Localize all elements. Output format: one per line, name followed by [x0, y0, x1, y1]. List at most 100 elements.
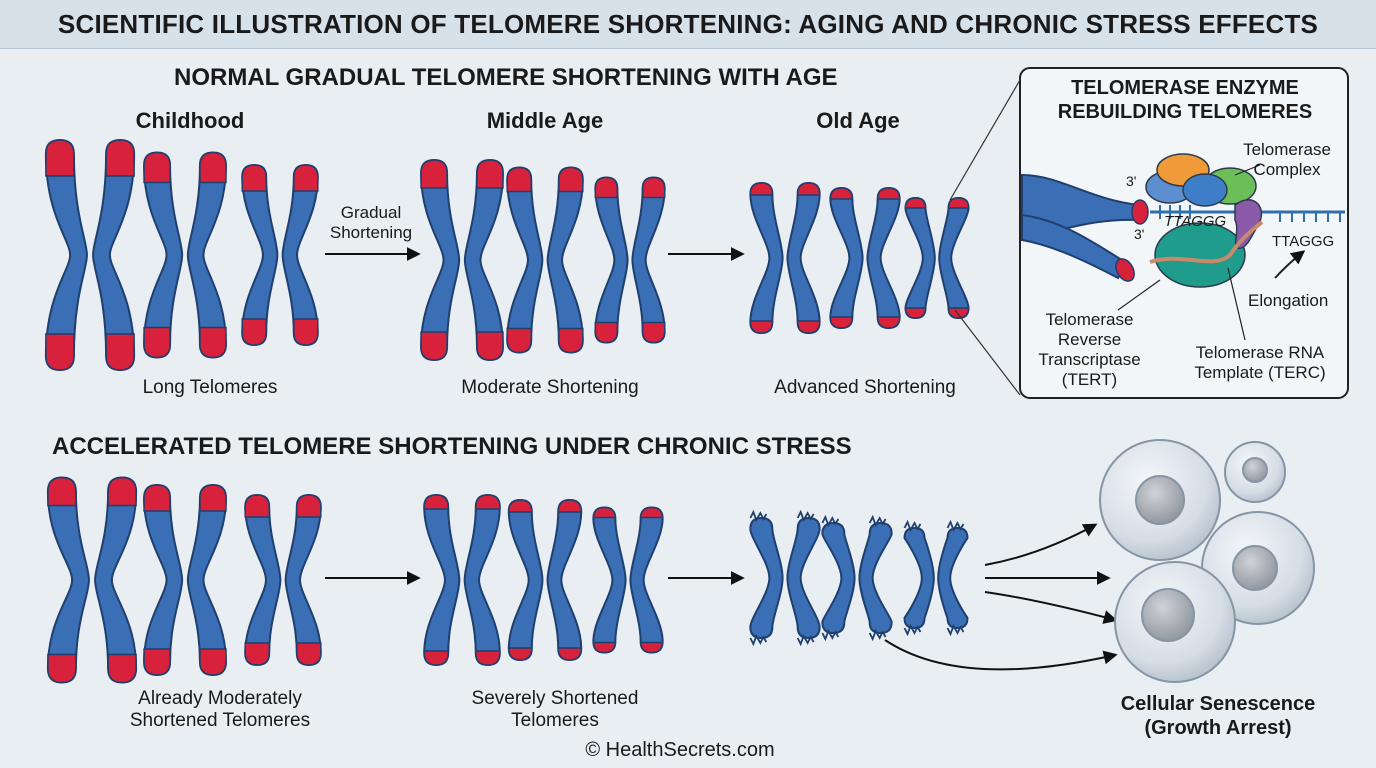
tert-label-line-1: Telomerase: [1045, 310, 1134, 329]
telomere-cap: [475, 494, 501, 510]
gradual-label-line-2: Shortening: [329, 223, 413, 242]
telomere-cap: [876, 316, 901, 329]
terc-label: Telomerase RNA Template (TERC): [1180, 343, 1340, 383]
sequence-left: TTAGGG: [1164, 213, 1227, 230]
senescence-label-line-2: (Growth Arrest): [1144, 717, 1292, 739]
telomere-cap: [241, 164, 267, 192]
label-moderate-shortening: Moderate Shortening: [461, 377, 639, 398]
terc-label-line-1: Telomerase RNA: [1195, 343, 1325, 362]
stage-label-old-age: Old Age: [816, 108, 900, 133]
telomere-cap: [639, 641, 664, 654]
telomere-cap: [796, 182, 821, 196]
tert-label: Telomerase Reverse Transcriptase (TERT): [1022, 310, 1157, 390]
senescence-label: Cellular Senescence (Growth Arrest): [1090, 692, 1346, 740]
chromosome-childhood: [143, 151, 227, 359]
arrow-to-senescence-1: [984, 523, 1098, 566]
chromosome-stress-1: [143, 483, 227, 677]
gradual-shortening-label: Gradual Shortening: [315, 203, 427, 243]
telomere-cap: [947, 197, 970, 209]
zoom-lines: [949, 79, 1021, 396]
sequence-right: TTAGGG: [1272, 233, 1335, 250]
telomere-cap: [947, 307, 970, 319]
telomere-cap: [508, 499, 533, 513]
telomere-cap: [506, 166, 532, 193]
prime-label-bottom: 3': [1134, 226, 1145, 242]
telomere-cap: [199, 326, 227, 359]
telomere-cap: [829, 316, 854, 329]
elongation-label: Elongation: [1248, 291, 1329, 310]
complex-label-line-2: Complex: [1253, 160, 1321, 179]
chromosome-stress-3: [749, 509, 821, 647]
progression-arrows: [325, 247, 1118, 671]
telomere-cap: [143, 648, 171, 676]
telomere-cap: [639, 506, 664, 519]
telomere-cap: [105, 139, 135, 177]
telomere-cap: [143, 484, 171, 512]
chromosome-stress-2: [423, 493, 501, 667]
chromosome-old-age: [749, 181, 821, 335]
telomere-cap: [594, 176, 619, 199]
telomere-cap: [420, 331, 448, 361]
telomere-cap: [420, 159, 448, 189]
telomerase-illustration: [1021, 153, 1345, 341]
chromosome-childhood: [44, 138, 136, 372]
terc-label-line-2: Template (TERC): [1194, 363, 1326, 382]
telomere-cap: [241, 318, 267, 346]
telomere-cap: [475, 650, 501, 666]
telomere-cap: [592, 506, 617, 519]
telomere-cap: [829, 187, 854, 200]
telomere-cap: [296, 494, 322, 518]
stress-label-1-line-2: Shortened Telomeres: [129, 710, 311, 731]
telomere-cap: [47, 476, 77, 507]
title-bar: [0, 0, 1376, 49]
telomere-cap: [423, 650, 449, 666]
telomerase-complex-blobs: [1145, 153, 1263, 288]
stress-section-heading: ACCELERATED TELOMERE SHORTENING UNDER CH…: [52, 433, 852, 460]
telomere-cap: [796, 320, 821, 334]
telomere-cap: [558, 327, 584, 354]
telomere-cap: [594, 321, 619, 344]
telomere-cap: [244, 642, 270, 666]
chromosome-stress-2: [592, 506, 664, 654]
telomere-cap: [105, 333, 135, 371]
telomere-cap: [293, 164, 319, 192]
chromosome-old-age: [904, 196, 970, 320]
telomere-cap: [476, 331, 504, 361]
telomere-cap: [107, 653, 137, 684]
chromosome-stress-3: [903, 519, 969, 637]
telomere-cap: [199, 151, 227, 184]
gradual-label-line-1: Gradual: [340, 203, 402, 222]
arrow-to-senescence-3: [984, 591, 1118, 624]
inset-title-line-2: REBUILDING TELOMERES: [1057, 101, 1313, 123]
stress-label-2-line-2: Telomeres: [511, 710, 599, 731]
telomere-cap: [45, 139, 75, 177]
telomere-cap: [244, 494, 270, 518]
telomere-cap: [641, 176, 666, 199]
chromosome-middle-age: [594, 176, 666, 344]
telomere-cap: [143, 151, 171, 184]
chromosome-stress-1: [244, 493, 322, 667]
arrow-to-senescence-4: [884, 639, 1118, 671]
telomere-cap: [423, 494, 449, 510]
chromosome-old-age: [829, 186, 901, 330]
inset-chromosome: [1021, 173, 1149, 282]
telomere-cap: [558, 166, 584, 193]
telomere-cap: [296, 642, 322, 666]
telomere-cap: [592, 641, 617, 654]
chromosome-middle-age: [506, 166, 584, 354]
chromosome-stress-2: [507, 498, 583, 662]
main-title: SCIENTIFIC ILLUSTRATION OF TELOMERE SHOR…: [57, 9, 1319, 39]
tert-label-line-2: Reverse: [1057, 330, 1122, 349]
senescent-cell: [1114, 561, 1236, 683]
telomere-cap: [749, 320, 774, 334]
chromosome-stress-1: [46, 476, 138, 684]
chromosome-childhood: [241, 163, 319, 347]
telomere-cap: [904, 197, 927, 209]
label-long-telomeres: Long Telomeres: [142, 377, 278, 398]
stage-label-childhood: Childhood: [135, 108, 245, 133]
stress-label-2-line-1: Severely Shortened: [471, 688, 639, 709]
chromosome-middle-age: [420, 158, 504, 362]
label-advanced-shortening: Advanced Shortening: [774, 377, 956, 398]
